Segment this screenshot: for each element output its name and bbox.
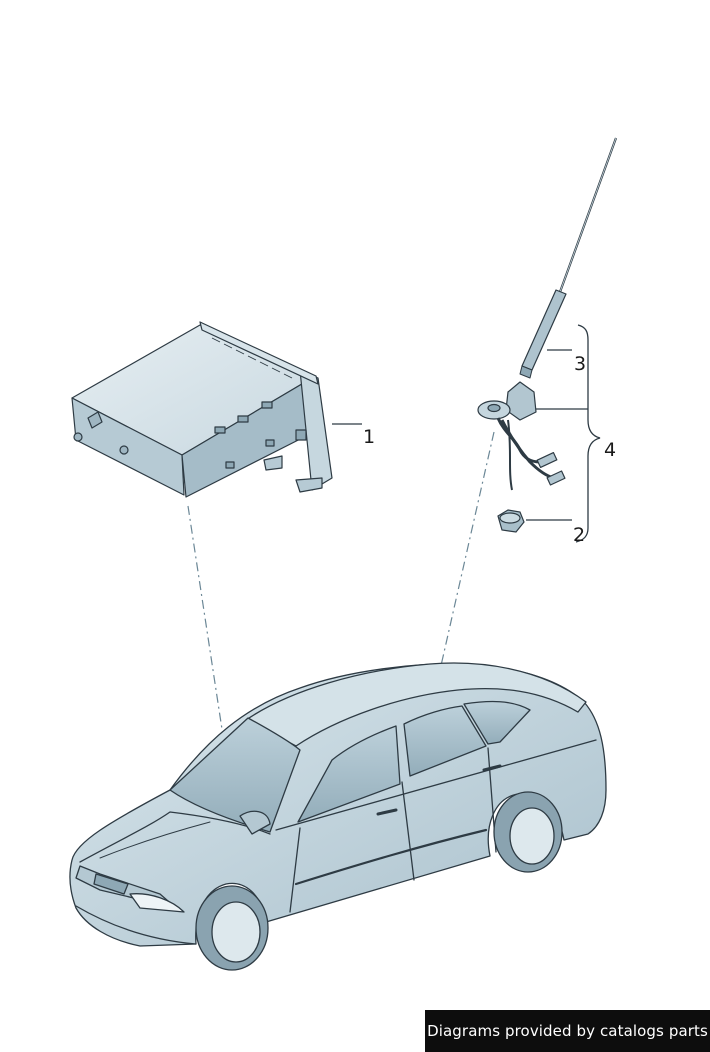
antenna-location-line: [439, 431, 495, 671]
callout-1: 1: [363, 426, 375, 448]
callout-2: 2: [573, 524, 585, 546]
callout-4: 4: [604, 439, 616, 461]
antenna-nut: [497, 509, 525, 533]
antenna-rod: [519, 137, 618, 379]
car-illustration: [69, 662, 607, 971]
group-bracket: [575, 324, 601, 543]
credit-banner: Diagrams provided by catalogs parts: [425, 1010, 710, 1052]
callout-3: 3: [574, 353, 586, 375]
radio-unit: [71, 321, 333, 498]
antenna-base: [477, 381, 566, 491]
